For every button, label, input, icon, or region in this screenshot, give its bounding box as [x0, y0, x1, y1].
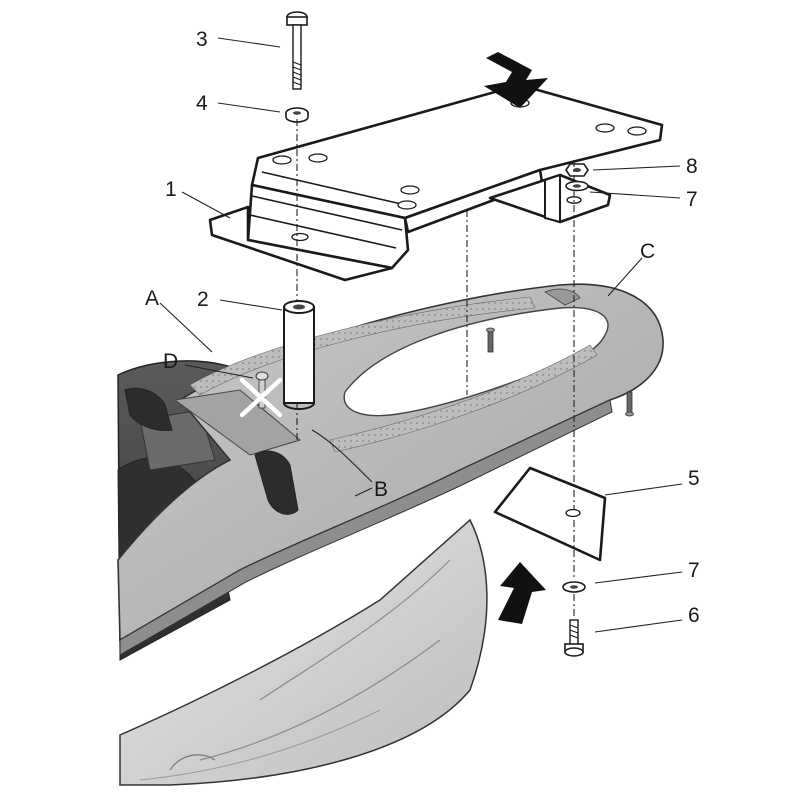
mounting-plate-1: [208, 83, 664, 282]
callout-6: 6: [688, 604, 700, 627]
cross-mark-icon: [239, 377, 283, 418]
callout-c: C: [640, 240, 655, 263]
spacer-tube-2: [283, 300, 315, 410]
bolt-3: [286, 11, 308, 90]
washer-7-upper: [565, 180, 589, 192]
leader-lines: [159, 37, 683, 633]
bolt-6: [564, 619, 584, 657]
nut-8: [565, 163, 589, 177]
callout-4: 4: [196, 92, 208, 115]
callout-3: 3: [196, 28, 208, 51]
callout-a: A: [145, 287, 159, 310]
callout-8: 8: [686, 155, 698, 178]
bracket-plate-5: [493, 466, 607, 562]
luggage-rack: [117, 283, 664, 656]
callout-2: 2: [197, 288, 209, 311]
callout-7-lower: 7: [688, 559, 700, 582]
assembly-guide-lines: [296, 119, 575, 618]
washer-7-lower: [562, 581, 586, 593]
arrow-down-icon: [484, 52, 548, 108]
tail-light: [119, 518, 488, 786]
callout-b: B: [374, 478, 388, 501]
callout-1: 1: [165, 178, 177, 201]
callout-d: D: [163, 350, 178, 373]
callout-7-upper: 7: [686, 188, 698, 211]
callout-labels: 3 4 1 2 A D 8 7 C 5 B 7 6: [145, 28, 700, 627]
callout-5: 5: [688, 467, 700, 490]
arrow-up-icon: [498, 562, 546, 624]
